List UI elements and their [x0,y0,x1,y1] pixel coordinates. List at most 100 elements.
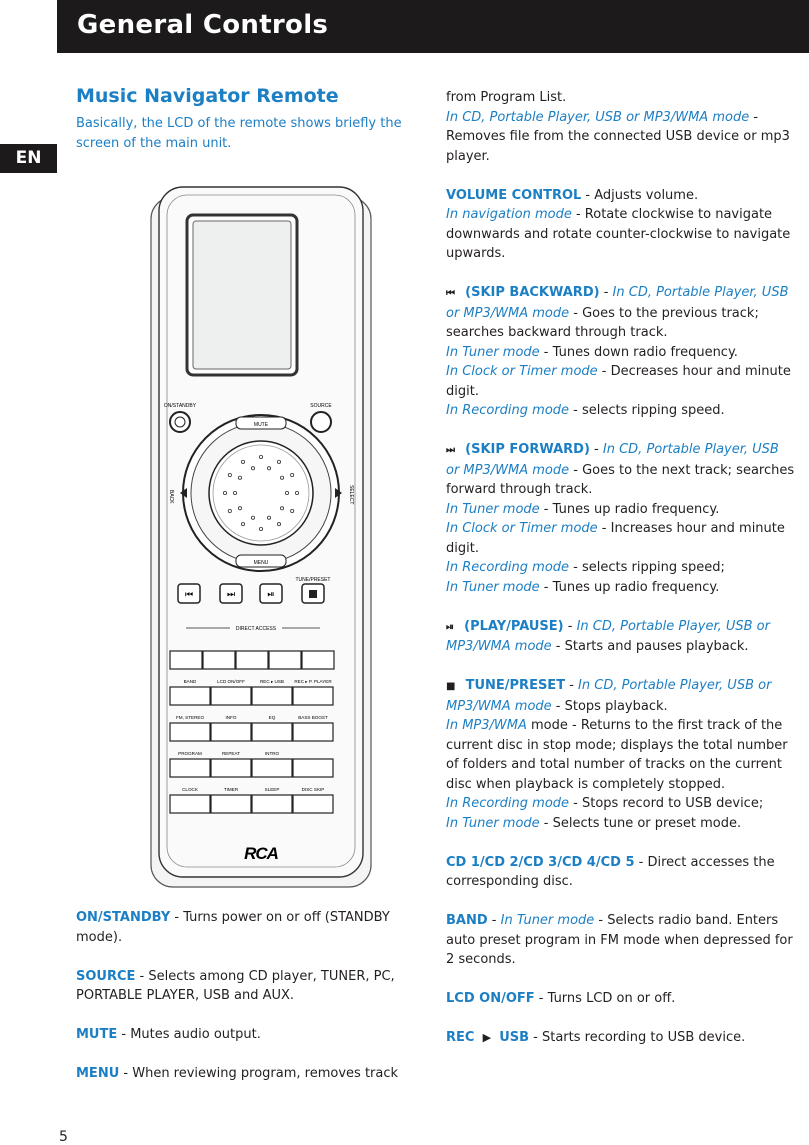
remote-left-arrow [180,488,187,498]
remote-cd-button [268,650,302,670]
right-column: from Program List. In CD, Portable Playe… [446,88,796,1067]
wheel-dot [237,506,242,511]
rec-arrow-icon: ▶ [482,1031,492,1044]
wheel-dot [259,454,264,459]
remote-on-standby-label: ON/STANDBY [164,403,197,409]
remote-cd-button [202,650,236,670]
cd-direct-item: CD 1/CD 2/CD 3/CD 4/CD 5 - Direct access… [446,854,775,890]
source-item: SOURCE - Selects among CD player, TUNER,… [76,968,395,1004]
remote-back-label: BACK [168,490,174,504]
remote-mute-label: MUTE [254,422,269,428]
menu-continued: from Program List. In CD, Portable Playe… [446,90,790,164]
section-intro: Basically, the LCD of the remote shows b… [76,116,402,151]
remote-function-button [251,722,293,742]
tune-preset-item: ■ TUNE/PRESET - In CD, Portable Player, … [446,678,788,831]
play-pause-icon: ⏯ [446,621,454,633]
skip-forward-icon: ⏭ [446,445,455,456]
wheel-dot [294,490,299,495]
play-pause-item: ⏯ (PLAY/PAUSE) - In CD, Portable Player,… [446,618,770,655]
svg-text:⏯: ⏯ [267,590,274,600]
wheel-dot [241,459,246,464]
svg-text:⏮: ⏮ [185,590,193,600]
wheel-dot [280,475,285,480]
remote-power-button [169,411,191,433]
wheel-dot [277,459,282,464]
remote-button-label: PROGRAM [178,751,202,756]
on-standby-item: ON/STANDBY - Turns power on or off (STAN… [76,910,390,945]
language-tab: EN [0,144,57,173]
rec-usb-item: REC ▶ USB - Starts recording to USB devi… [446,1030,746,1045]
wheel-dot [241,522,246,527]
remote-direct-access-label: DIRECT ACCESS [236,626,277,632]
remote-logo: RCA [244,844,279,863]
remote-function-button [251,758,293,778]
remote-function-button [169,722,211,742]
remote-skip-fwd-button [219,583,243,604]
page-title: General Controls [77,10,329,40]
remote-menu-label: MENU [254,560,269,566]
remote-function-button [251,686,293,706]
remote-cd-buttons [169,650,335,670]
remote-skip-back-button [177,583,201,604]
wheel-dot [267,515,272,520]
remote-function-button [210,722,252,742]
remote-volume-wheel [208,440,314,546]
svg-text:⏭: ⏭ [227,590,235,600]
remote-button-label: REC ▸ USB [260,679,284,684]
stop-icon: ■ [446,681,456,692]
remote-button-label: BAND [184,679,197,684]
section-title: Music Navigator Remote [76,85,339,107]
remote-function-button [292,758,334,778]
wheel-dot [267,466,272,471]
wheel-dot [290,508,295,513]
remote-function-button [292,722,334,742]
wheel-dot [227,508,232,513]
remote-source-label: SOURCE [310,403,332,409]
remote-button-label: BASS BOOST [298,715,328,720]
remote-button-label: EQ [269,715,276,720]
remote-right-arrow [335,488,342,498]
remote-button-label: LCD ON/OFF [217,679,245,684]
wheel-dot [259,526,264,531]
volume-control-item: VOLUME CONTROL - Adjusts volume. In navi… [446,187,791,262]
remote-function-button [210,794,252,814]
remote-illustration: ON/STANDBY SOURCE MUTE MENU BACK SELECT … [150,186,372,888]
band-item: BAND - In Tuner mode - Selects radio ban… [446,913,793,967]
page-number: 5 [59,1129,68,1145]
wheel-dot [250,515,255,520]
left-column-top: Music Navigator Remote Basically, the LC… [76,84,426,153]
remote-button-label: TIMER [224,787,239,792]
remote-cd-button [301,650,335,670]
page-header: General Controls [57,0,809,53]
remote-source-button [310,411,332,433]
remote-function-button [251,794,293,814]
mute-item: MUTE - Mutes audio output. [76,1027,261,1042]
remote-mute-button [235,416,287,430]
lcd-item: LCD ON/OFF - Turns LCD on or off. [446,991,676,1006]
remote-menu-button [235,554,287,568]
wheel-dot [237,475,242,480]
remote-select-label: SELECT [348,485,354,504]
wheel-dot [284,490,289,495]
remote-button-label: FM, STEREO [176,715,205,720]
wheel-dot [250,466,255,471]
remote-function-button [210,686,252,706]
remote-button-label: CLOCK [182,787,199,792]
remote-function-button [169,686,211,706]
menu-item: MENU - When reviewing program, removes t… [76,1066,399,1081]
remote-function-button [169,794,211,814]
remote-function-button [169,758,211,778]
remote-function-button [292,686,334,706]
remote-button-label: INFO [226,715,237,720]
skip-backward-icon: ⏮ [446,288,455,299]
remote-cd-button [235,650,269,670]
skip-forward-item: ⏭ (SKIP FORWARD) - In CD, Portable Playe… [446,442,795,595]
remote-function-button [292,794,334,814]
wheel-dot [233,490,238,495]
remote-button-label: REPEAT [222,751,240,756]
wheel-dot [277,522,282,527]
remote-function-button [210,758,252,778]
remote-button-label: INTRO [265,751,280,756]
wheel-dot [290,472,295,477]
